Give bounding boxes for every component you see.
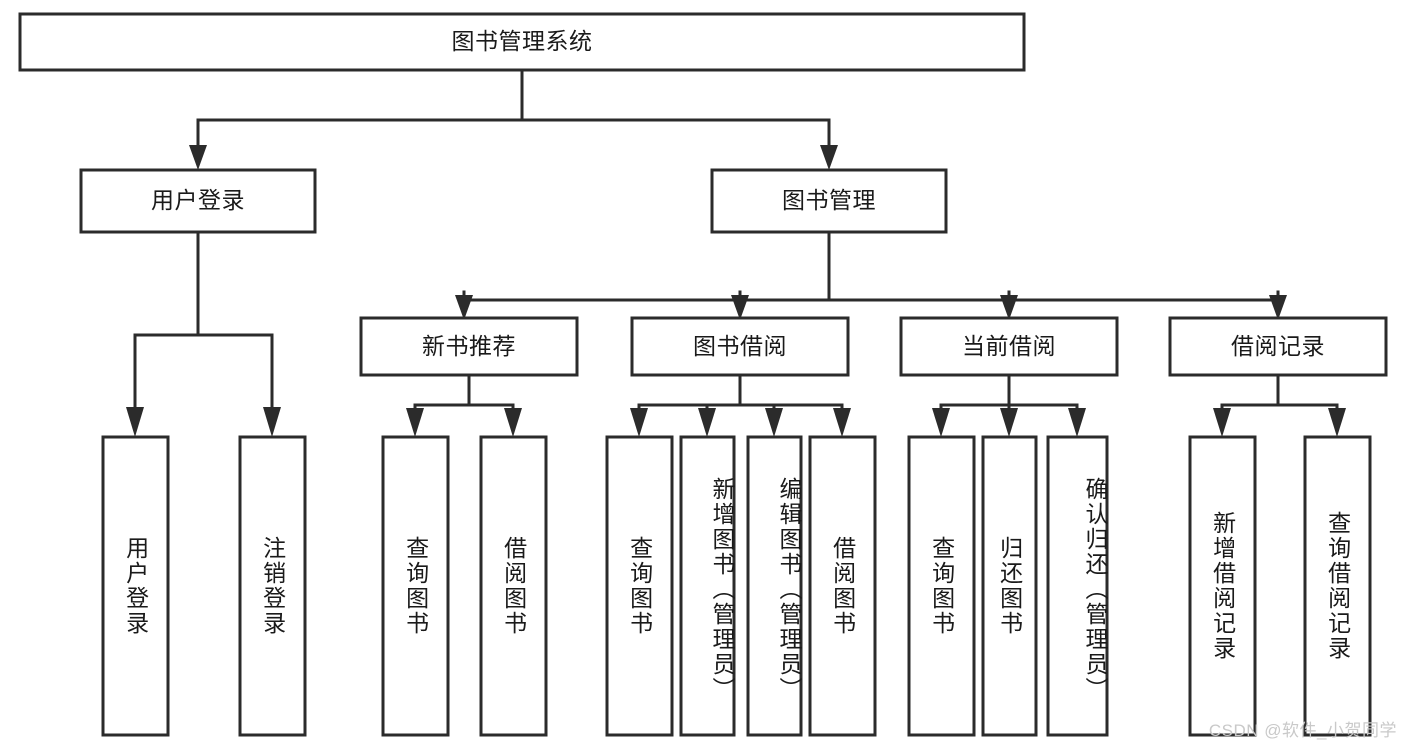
node-current-borrow[interactable] — [899, 316, 1119, 377]
node-book-borrow[interactable] — [630, 316, 850, 377]
leaf-user-login-0[interactable] — [101, 435, 170, 737]
connector-borrow-record-to-leaves — [1213, 373, 1346, 437]
leaf-new-book-1[interactable] — [479, 435, 548, 737]
leaf-current-borrow-1[interactable] — [981, 435, 1038, 737]
node-book-management[interactable] — [710, 168, 948, 234]
connector-current-borrow-to-leaves — [932, 373, 1086, 437]
leaf-new-book-0[interactable] — [381, 435, 450, 737]
leaf-book-borrow-1[interactable] — [679, 435, 736, 737]
node-user-login[interactable] — [79, 168, 317, 234]
connector-root-to-level2 — [189, 68, 838, 170]
leaf-current-borrow-0[interactable] — [907, 435, 976, 737]
connector-new-book-to-leaves — [406, 373, 522, 437]
leaf-book-borrow-0[interactable] — [605, 435, 674, 737]
leaf-book-borrow-3[interactable] — [808, 435, 877, 737]
leaf-user-login-1[interactable] — [238, 435, 307, 737]
connector-user-login-to-leaves — [126, 230, 281, 437]
leaf-book-borrow-2[interactable] — [746, 435, 803, 737]
leaf-borrow-record-1[interactable] — [1303, 435, 1372, 737]
leaf-current-borrow-2[interactable] — [1046, 435, 1109, 737]
connector-book-mgmt-to-level3 — [455, 230, 1287, 320]
node-root-system[interactable] — [18, 12, 1026, 72]
leaf-borrow-record-0[interactable] — [1188, 435, 1257, 737]
node-borrow-record[interactable] — [1168, 316, 1388, 377]
csdn-watermark: CSDN @软件_小贺同学 — [1208, 721, 1397, 740]
connector-book-borrow-to-leaves — [630, 373, 851, 437]
node-new-book-recommend[interactable] — [359, 316, 579, 377]
